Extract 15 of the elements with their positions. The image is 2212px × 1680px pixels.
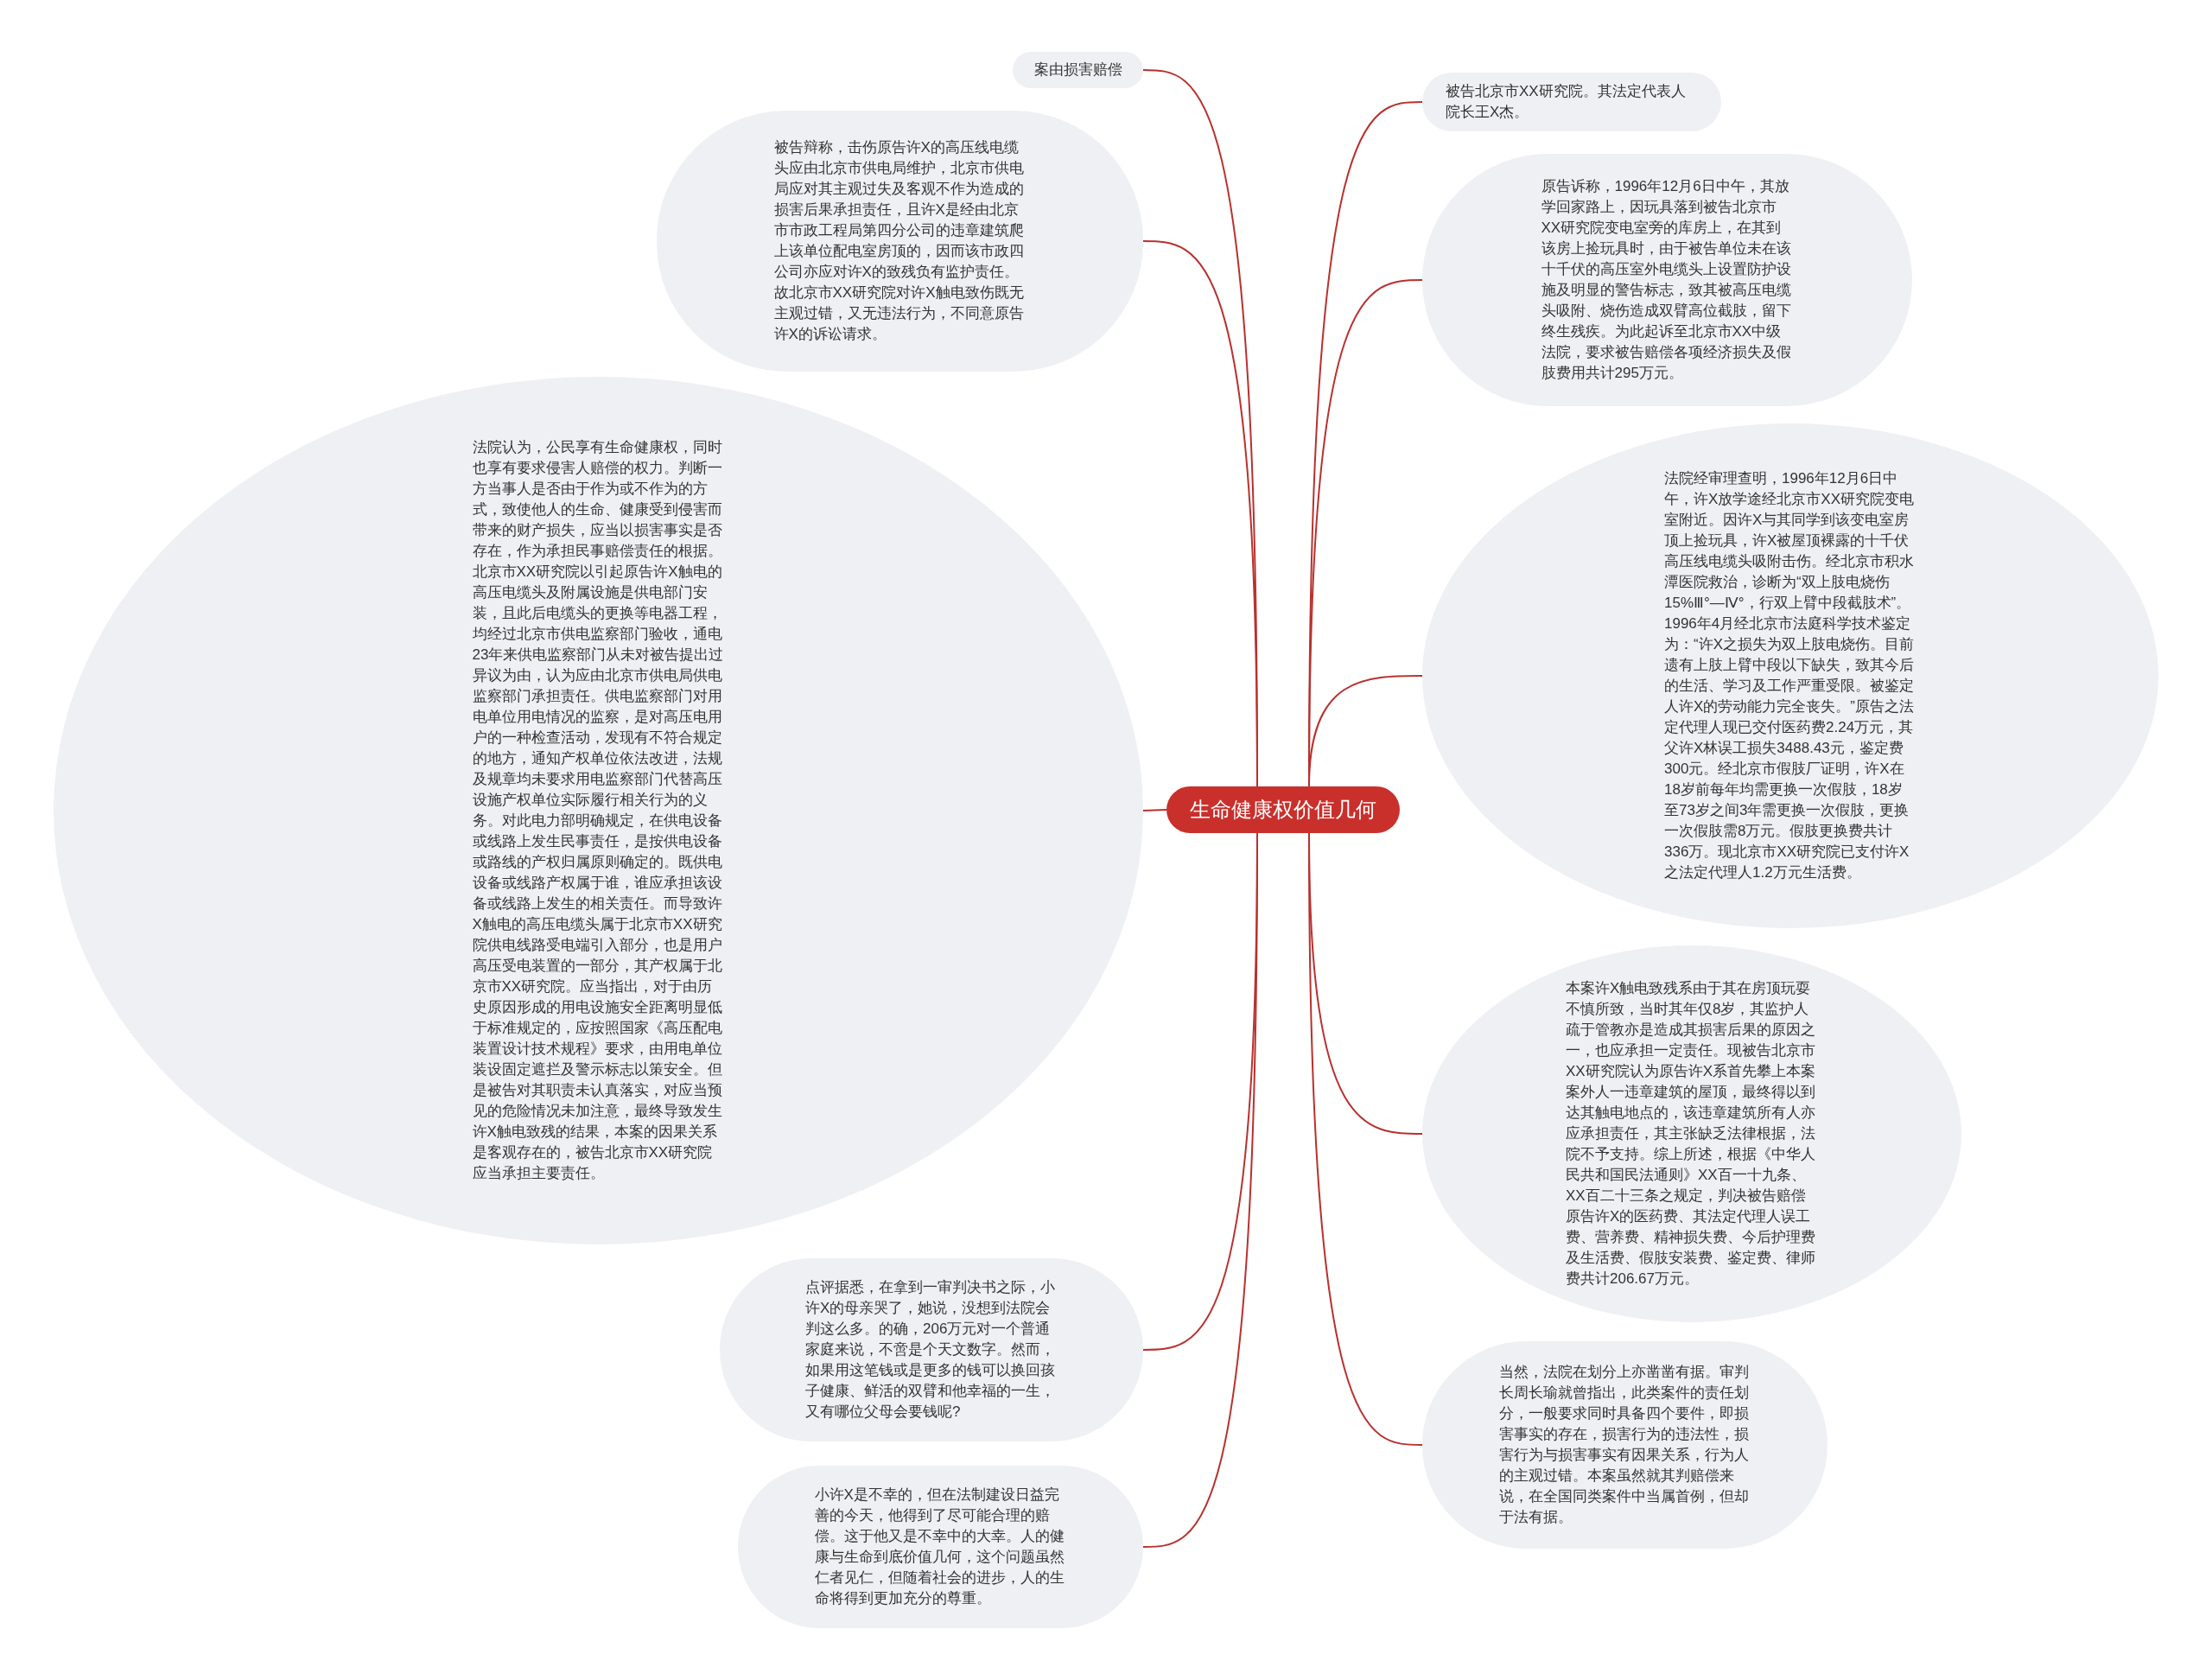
topic-text: 法院经审理查明，1996年12月6日中午，许X放学途经北京市XX研究院变电室附近。因许X与其同学到该变电室房顶上捡玩具，许X被屋顶裸露的十千伏高压线电缆头吸附击伤。经北京市积水潭医院救治，诊断为“双上肢电烧伤15%Ⅲ°—Ⅳ°，行双上臂中段截肢术”。1996年4月经北京市法庭科学技术鉴定为：“许X之损失为双上肢电烧伤。目前遗有上肢上臂中段以下缺失，致其今后的生活、学习及工作严重受限。被鉴定人许X的劳动能力完全丧失。”原告之法定代理人现已交付医药费2.24万元，其父许X林误工损失3488.43元，鉴定费300元。经北京市假肢厂证明，许X在18岁前每年均需更换一次假肢，18岁至73岁之间3年需更换一次假肢，更换一次假肢需8万元。假肢更换费共计336万。现北京市XX研究院已支付许X之法定代理人1.2万元生活费。 <box>1664 469 1916 882</box>
topic-text: 被告北京市XX研究院。其法定代表人院长王X杰。 <box>1446 82 1687 122</box>
topic-text: 本案许X触电致残系由于其在房顶玩耍不慎所致，当时其年仅8岁，其监护人疏于管教亦是造成其损害后果的原因之一，也应承担一定责任。现被告北京市XX研究院认为原告许X系首先攀上本案案外人一违章建筑的屋顶，最终得以到达其触电地点的，该违章建筑所有人亦应承担责任，其主张缺乏法律根据，法院不予支持。综上所述，根据《中华人民共和国民法通则》XX百一十九条、XX百二十三条之规定，判决被告赔偿原告许X的医药费、其法定代理人误工费、营养费、精神损失费、今后护理费及生活费、假肢安装费、鉴定费、律师费共计206.67万元。 <box>1566 979 1817 1289</box>
topic-text: 法院认为，公民享有生命健康权，同时也享有要求侵害人赔偿的权力。判断一方当事人是否由于作为或不作为的方式，致使他人的生命、健康受到侵害而带来的财产损失，应当以损害事实是否存在，作为承担民事赔偿责任的根据。北京市XX研究院以引起原告许X触电的高压电缆头及附属设施是供电部门安装，且此后电缆头的更换等电器工程，均经过北京市供电监察部门验收，通电23年来供电监察部门从未对被告提出过异议为由，认为应由北京市供电局供电监察部门承担责任。供电监察部门对用电单位用电情况的监察，是对高压电用户的一种检查活动，发现有不符合规定的地方，通知产权单位依法改进，法规及规章均未要求用电监察部门代替高压设施产权单位实际履行相关行为的义务。对此电力部明确规定，在供电设备或线路上发生民事责任，是按供电设备或路线的产权归属原则确定的。既供电设备或线路产权属于谁，谁应承担该设备或线路上发生的相关责任。而导致许X触电的高压电缆头属于北京市XX研究院供电线路受电端引入部分，也是用户高压受电装置的一部分，其产权属于北京市XX研究院。应当指出，对于由历史原因形成的用电设施安全距离明显低于标准规定的，应按照国家《高压配电装置设计技术规程》要求，由用电单位装设固定遮拦及警示标志以策安全。但是被告对其职责未认真落实，对应当预见的危险情况未加注意，最终导致发生许X触电致残的结果，本案的因果关系是客观存在的，被告北京市XX研究院应当承担主要责任。 <box>472 438 725 1183</box>
topic-text: 当然，法院在划分上亦凿凿有据。审判长周长瑜就曾指出，此类案件的责任划分，一般要求同时具备四个要件，即损害事实的存在，损害行为的违法性，损害行为与损害事实有因果关系，行为人的主观过错。本案虽然就其判赔偿来说，在全国同类案件中当属首例，但却于法有据。 <box>1498 1363 1750 1527</box>
central-topic-text: 生命健康权价值几何 <box>1190 797 1376 823</box>
topic-text: 被告辩称，击伤原告许X的高压线电缆头应由北京市供电局维护，北京市供电局应对其主观过失及客观不作为造成的损害后果承担责任，且许X是经由北京市市政工程局第四分公司的违章建筑爬上该单位配电室房顶的，因而该市政四公司亦应对许X的致残负有监护责任。故北京市XX研究院对许X触电致伤既无主观过错，又无违法行为，不同意原告许X的诉讼请求。 <box>773 138 1025 344</box>
topic-text: 点评据悉，在拿到一审判决书之际，小许X的母亲哭了，她说，没想到法院会判这么多。的确，206万元对一个普通家庭来说，不啻是个天文数字。然而，如果用这笔钱或是更多的钱可以换回孩子健康、鲜活的双臂和他幸福的一生，又有哪位父母会要钱呢? <box>805 1278 1056 1422</box>
topic-text: 原告诉称，1996年12月6日中午，其放学回家路上，因玩具落到被告北京市XX研究院变电室旁的库房上，在其到该房上捡玩具时，由于被告单位未在该十千伏的高压室外电缆头上设置防护设施及明显的警告标志，致其被高压电缆头吸附、烧伤造成双臂高位截肢，留下终生残疾。为此起诉至北京市XX中级法院，要求被告赔偿各项经济损失及假肢费用共计295万元。 <box>1541 177 1792 383</box>
connector-line <box>1142 809 1167 811</box>
topic-text: 案由损害赔偿 <box>1033 60 1122 80</box>
connector-line <box>1308 675 1423 787</box>
topic-bubble <box>1013 52 1143 88</box>
central-topic <box>1166 786 1400 833</box>
topic-text: 小许X是不幸的，但在法制建设日益完善的今天，他得到了尽可能合理的赔偿。这于他又是不幸中的大幸。人的健康与生命到底价值几何，这个问题虽然仁者见仁，但随着社会的进步，人的生命将得到更加充分的尊重。 <box>814 1486 1065 1608</box>
